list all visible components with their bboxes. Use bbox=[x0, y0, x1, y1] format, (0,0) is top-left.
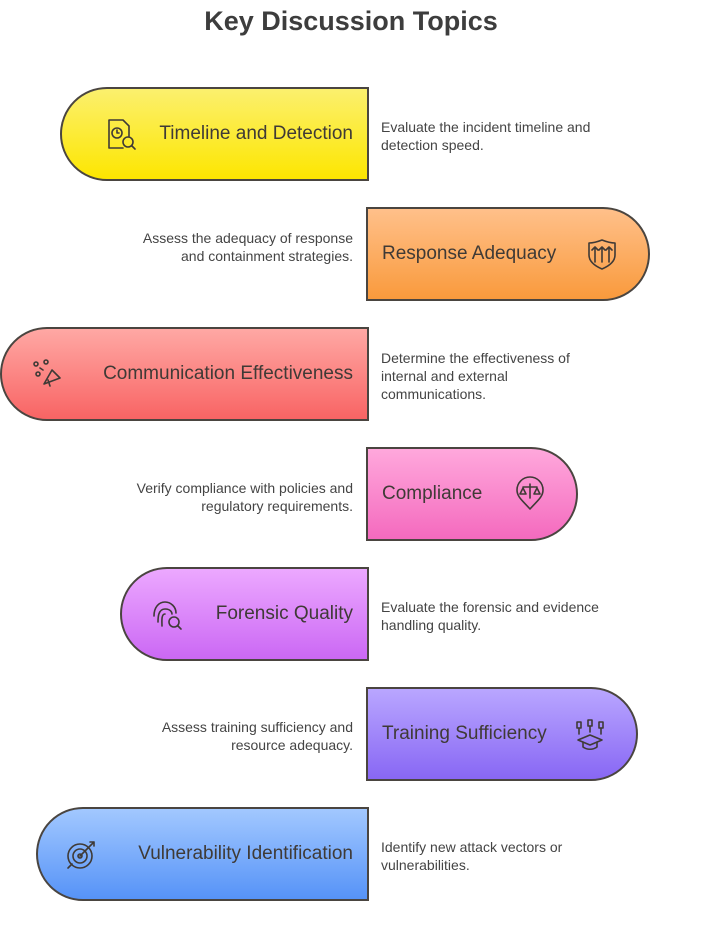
topic-label: Response Adequacy bbox=[382, 243, 557, 264]
topic-description: Identify new attack vectors or vulnerabi… bbox=[381, 839, 563, 873]
topic-timeline-detection: Timeline and Detection bbox=[60, 87, 369, 181]
topic-label: Training Sufficiency bbox=[382, 723, 547, 744]
topic-description: Evaluate the incident timeline and detec… bbox=[381, 119, 591, 153]
topic-label: Forensic Quality bbox=[215, 603, 353, 624]
topic-vulnerability-identification: Vulnerability Identification bbox=[36, 807, 369, 901]
shield-arrows-icon bbox=[584, 236, 620, 272]
topic-label: Communication Effectiveness bbox=[103, 363, 353, 384]
topic-label: Vulnerability Identification bbox=[138, 843, 353, 864]
scales-pin-icon bbox=[512, 476, 548, 512]
topic-description: Verify compliance with policies and regu… bbox=[136, 480, 353, 514]
topic-description: Assess training sufficiency and resource… bbox=[161, 719, 353, 753]
topic-response-adequacy: Response Adequacy bbox=[366, 207, 650, 301]
topic-label: Compliance bbox=[382, 483, 483, 504]
topic-training-sufficiency: Training Sufficiency bbox=[366, 687, 638, 781]
fingerprint-search-icon bbox=[148, 596, 184, 632]
topic-description: Determine the effectiveness of internal … bbox=[381, 350, 570, 402]
megaphone-icon bbox=[30, 356, 66, 392]
topic-forensic-quality: Forensic Quality bbox=[120, 567, 369, 661]
page-title: Key Discussion Topics bbox=[204, 6, 498, 36]
target-arrow-icon bbox=[64, 836, 100, 872]
graduation-cap-icon bbox=[572, 716, 608, 752]
topic-communication-effectiveness: Communication Effectiveness bbox=[0, 327, 369, 421]
topic-description: Evaluate the forensic and evidence handl… bbox=[381, 599, 599, 633]
topic-description: Assess the adequacy of response and cont… bbox=[142, 230, 353, 264]
topic-compliance: Compliance bbox=[366, 447, 578, 541]
document-clock-search-icon bbox=[103, 116, 139, 152]
topic-label: Timeline and Detection bbox=[159, 123, 353, 144]
